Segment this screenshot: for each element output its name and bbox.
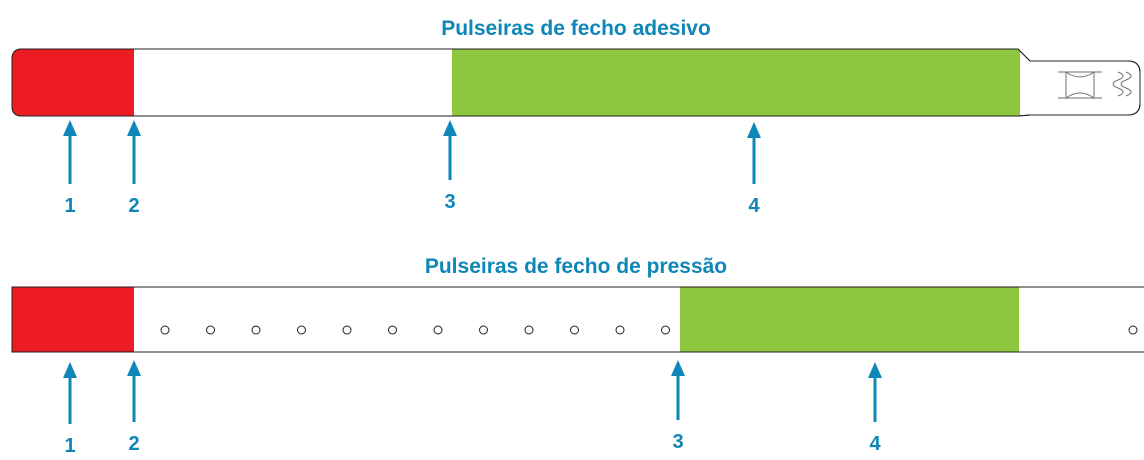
press-adjust-hole — [615, 325, 625, 335]
up-arrow-icon — [127, 120, 141, 184]
adhesive-callout-4: 4 — [739, 122, 769, 216]
press-adjust-hole — [570, 325, 579, 335]
press-adjust-hole — [342, 325, 352, 335]
adhesive-red-zone — [12, 49, 134, 116]
press-holes — [160, 325, 670, 335]
press-adjust-hole — [661, 325, 670, 335]
press-adjust-hole — [433, 325, 443, 335]
callout-label: 2 — [128, 195, 140, 217]
callout-label: 4 — [748, 195, 760, 217]
press-callout-3: 3 — [663, 360, 693, 452]
up-arrow-icon — [747, 122, 761, 184]
press-adjust-hole — [160, 325, 170, 335]
up-arrow-icon — [63, 362, 77, 424]
adhesive-callout-2: 2 — [119, 120, 149, 216]
press-adjust-hole — [251, 325, 261, 335]
up-arrow-icon — [443, 120, 457, 180]
callout-label: 3 — [444, 191, 456, 213]
press-stud-hole — [1128, 325, 1138, 335]
press-adjust-hole — [297, 325, 306, 335]
press-band-title: Pulseiras de fecho de pressão — [424, 255, 728, 278]
press-adjust-hole — [388, 325, 397, 335]
adhesive-band-diagram — [11, 48, 1141, 117]
press-green-zone — [680, 287, 1019, 352]
press-callout-4: 4 — [860, 362, 890, 454]
adhesive-closure-tab-icon — [1058, 71, 1132, 99]
callout-label: 1 — [64, 435, 76, 457]
press-callout-2: 2 — [119, 360, 149, 454]
callout-label: 4 — [869, 433, 881, 455]
adhesive-callout-3: 3 — [435, 120, 465, 212]
up-arrow-icon — [63, 120, 77, 184]
callout-label: 1 — [64, 195, 76, 217]
up-arrow-icon — [671, 360, 685, 420]
press-callout-1: 1 — [55, 362, 85, 456]
callout-label: 2 — [128, 433, 140, 455]
press-adjust-hole — [206, 325, 215, 335]
up-arrow-icon — [868, 362, 882, 422]
callout-label: 3 — [672, 431, 684, 453]
adhesive-green-zone — [452, 49, 1020, 116]
press-adjust-hole — [524, 325, 534, 335]
up-arrow-icon — [127, 360, 141, 422]
press-red-zone — [12, 287, 134, 352]
adhesive-band-title: Pulseiras de fecho adesivo — [441, 17, 711, 40]
adhesive-callout-1: 1 — [55, 120, 85, 216]
press-adjust-hole — [479, 325, 488, 335]
press-band-diagram — [11, 286, 1144, 353]
